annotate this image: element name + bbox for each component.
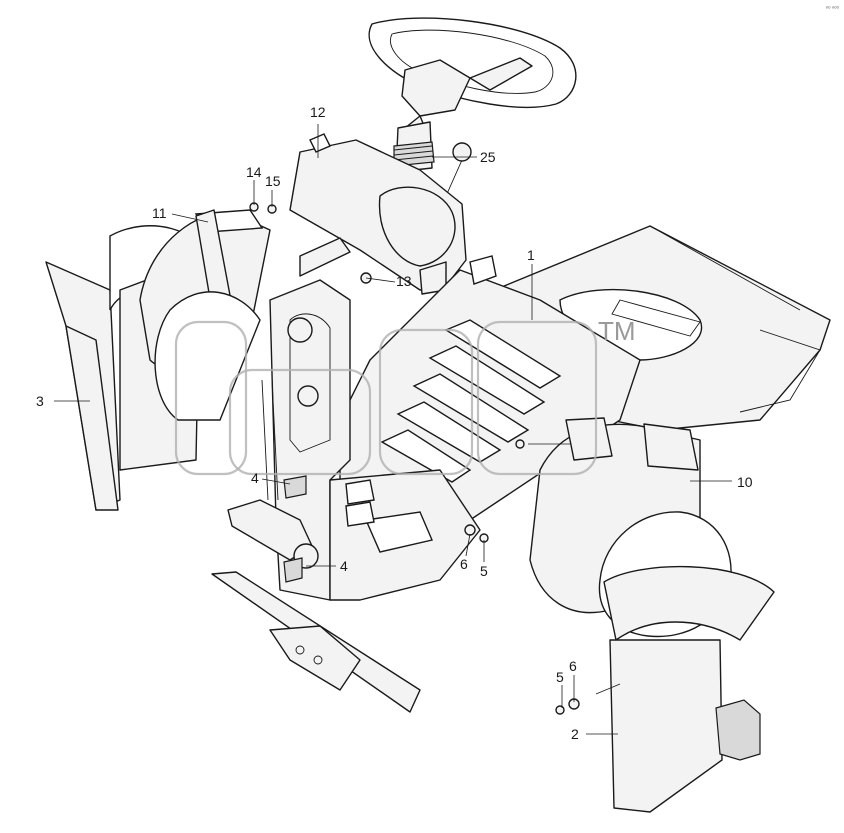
callout-25: 25 [480,149,496,165]
steering-column [393,121,435,173]
callout-4-upper: 4 [251,470,259,486]
watermark: TM [174,316,636,476]
callout-6-center: 6 [460,556,468,572]
callout-2: 2 [571,726,579,742]
callout-5-lower: 5 [556,669,564,685]
front-bar [211,571,421,713]
watermark-trademark: TM [598,316,636,346]
callout-12: 12 [310,104,326,120]
corner-mark: ⁿᵒ ⁿᵒᵒ [826,5,840,12]
callout-4-lower: 4 [340,558,348,574]
steering-wheel [368,17,577,149]
callout-6-lower: 6 [569,658,577,674]
callout-15: 15 [265,173,281,189]
lever-knob [445,142,472,197]
rear-fender-2 [603,565,775,813]
callout-1: 1 [527,247,535,263]
leader-lines [54,124,732,735]
callout-3: 3 [36,393,44,409]
callout-13: 13 [396,273,412,289]
callout-14: 14 [246,164,262,180]
callout-labels: 25 12 14 15 11 13 1 3 10 4 4 6 5 6 5 2 [36,104,753,742]
linkage-assembly [227,317,319,583]
callout-10: 10 [737,474,753,490]
dashboard-housing [289,133,467,295]
callout-11: 11 [152,205,167,221]
callout-5-center: 5 [480,563,488,579]
